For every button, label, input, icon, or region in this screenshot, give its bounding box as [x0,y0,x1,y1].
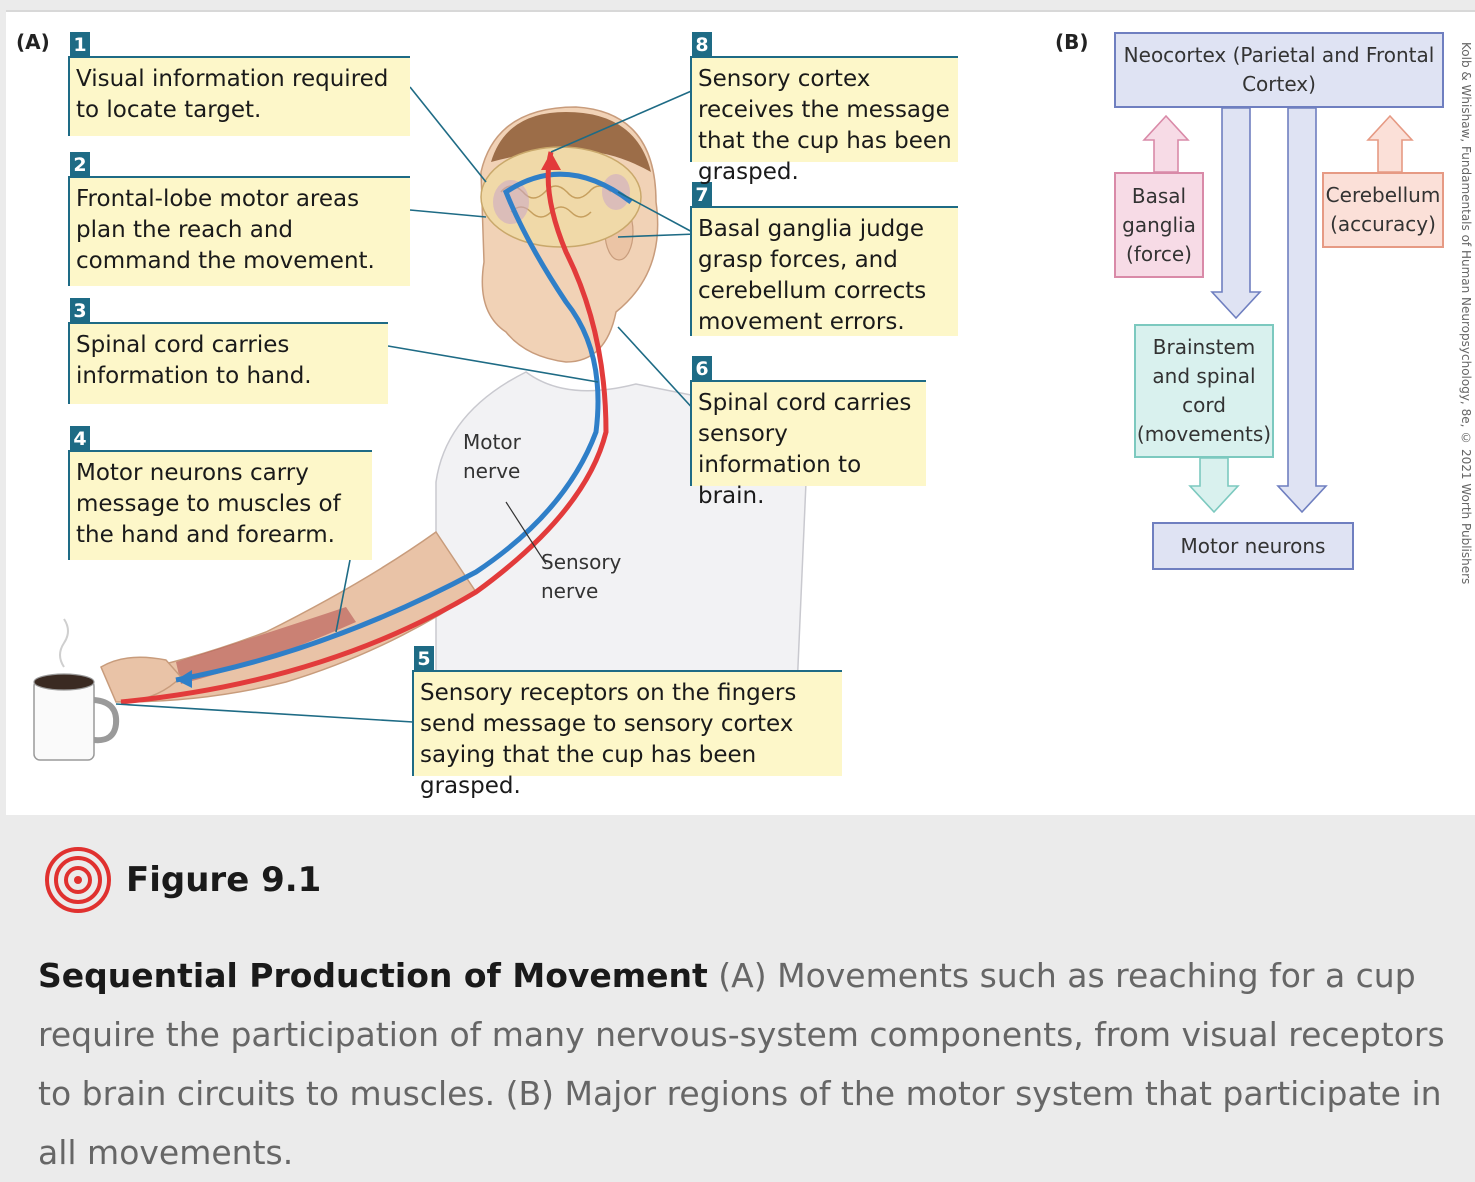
target-icon [45,847,111,913]
callout-7-text: Basal ganglia judge grasp forces, and ce… [698,216,927,335]
motor-neurons-box: Motor neurons [1152,522,1354,570]
callout-5-text: Sensory receptors on the fingers send me… [420,680,797,799]
callout-3-text: Spinal cord carries information to hand. [76,332,312,389]
credit-line: Kolb & Whishaw, Fundamentals of Human Ne… [1459,42,1473,585]
figure-caption: Sequential Production of Movement (A) Mo… [38,946,1448,1182]
callout-1-number: 1 [70,32,90,58]
figure-header: Figure 9.1 [44,846,321,914]
callout-6: Spinal cord carries sensory information … [690,380,926,509]
hair [491,112,651,172]
cup [33,679,95,761]
caption-title: Sequential Production of Movement [38,956,708,995]
motor-arrow [176,670,192,688]
callout-6-text: Spinal cord carries sensory information … [698,390,912,509]
callout-8: Sensory cortex receives the message that… [690,56,958,185]
callout-2-text: Frontal-lobe motor areas plan the reach … [76,186,375,274]
leader-lines [115,86,697,723]
basal-ganglia-box: Basal ganglia (force) [1114,172,1204,278]
callout-5: Sensory receptors on the fingers send me… [412,670,842,799]
cup-handle [93,697,120,744]
arrow-brainstem-to-motor-neurons [1188,457,1240,514]
callout-2: Frontal-lobe motor areas plan the reach … [68,176,410,286]
arrow-neocortex-to-brainstem [1210,107,1262,320]
cerebellum-box: Cerebellum (accuracy) [1322,172,1444,248]
callout-4-number: 4 [70,426,90,452]
panel-a-label: (A) [16,30,50,54]
callout-3-number: 3 [70,298,90,324]
sensory-arrow [541,152,561,170]
callout-7: Basal ganglia judge grasp forces, and ce… [690,206,958,336]
callout-4-text: Motor neurons carry message to muscles o… [76,460,341,548]
arrow-cerebellum-up [1366,114,1414,173]
brainstem-box: Brainstem and spinal cord (movements) [1134,324,1274,458]
callout-4: Motor neurons carry message to muscles o… [68,450,372,560]
figure-number: Figure 9.1 [126,860,322,900]
arrow-basal-ganglia-up [1142,114,1190,173]
panel-b-label: (B) [1055,30,1089,54]
sensory-nerve-label: Sensory nerve [541,550,622,603]
callout-1: Visual information required to locate ta… [68,56,410,136]
motor-system-flowchart [1142,107,1414,514]
callout-1-text: Visual information required to locate ta… [76,66,389,123]
arrow-neocortex-to-motor-neurons [1276,107,1328,514]
callout-7-number: 7 [692,182,712,208]
caption-text: (A) Movements such as reaching for a cup… [38,956,1445,1172]
neocortex-box: Neocortex (Parietal and Frontal Cortex) [1114,32,1444,108]
callout-2-number: 2 [70,152,90,178]
sensory-nerve-path [120,151,609,705]
callout-8-text: Sensory cortex receives the message that… [698,66,952,185]
callout-3: Spinal cord carries information to hand. [68,322,388,404]
callout-6-number: 6 [692,356,712,382]
motor-nerve-path [175,171,633,683]
callout-8-number: 8 [692,32,712,58]
figure-panel: (A) 1 Visual information required to loc… [6,10,1475,815]
motor-nerve-label: Motor nerve [463,430,521,483]
forearm-muscle [176,607,356,684]
steam [59,618,69,668]
callout-5-number: 5 [414,646,434,672]
cup-top [33,673,95,691]
sensory-nerve-leader [505,501,547,565]
